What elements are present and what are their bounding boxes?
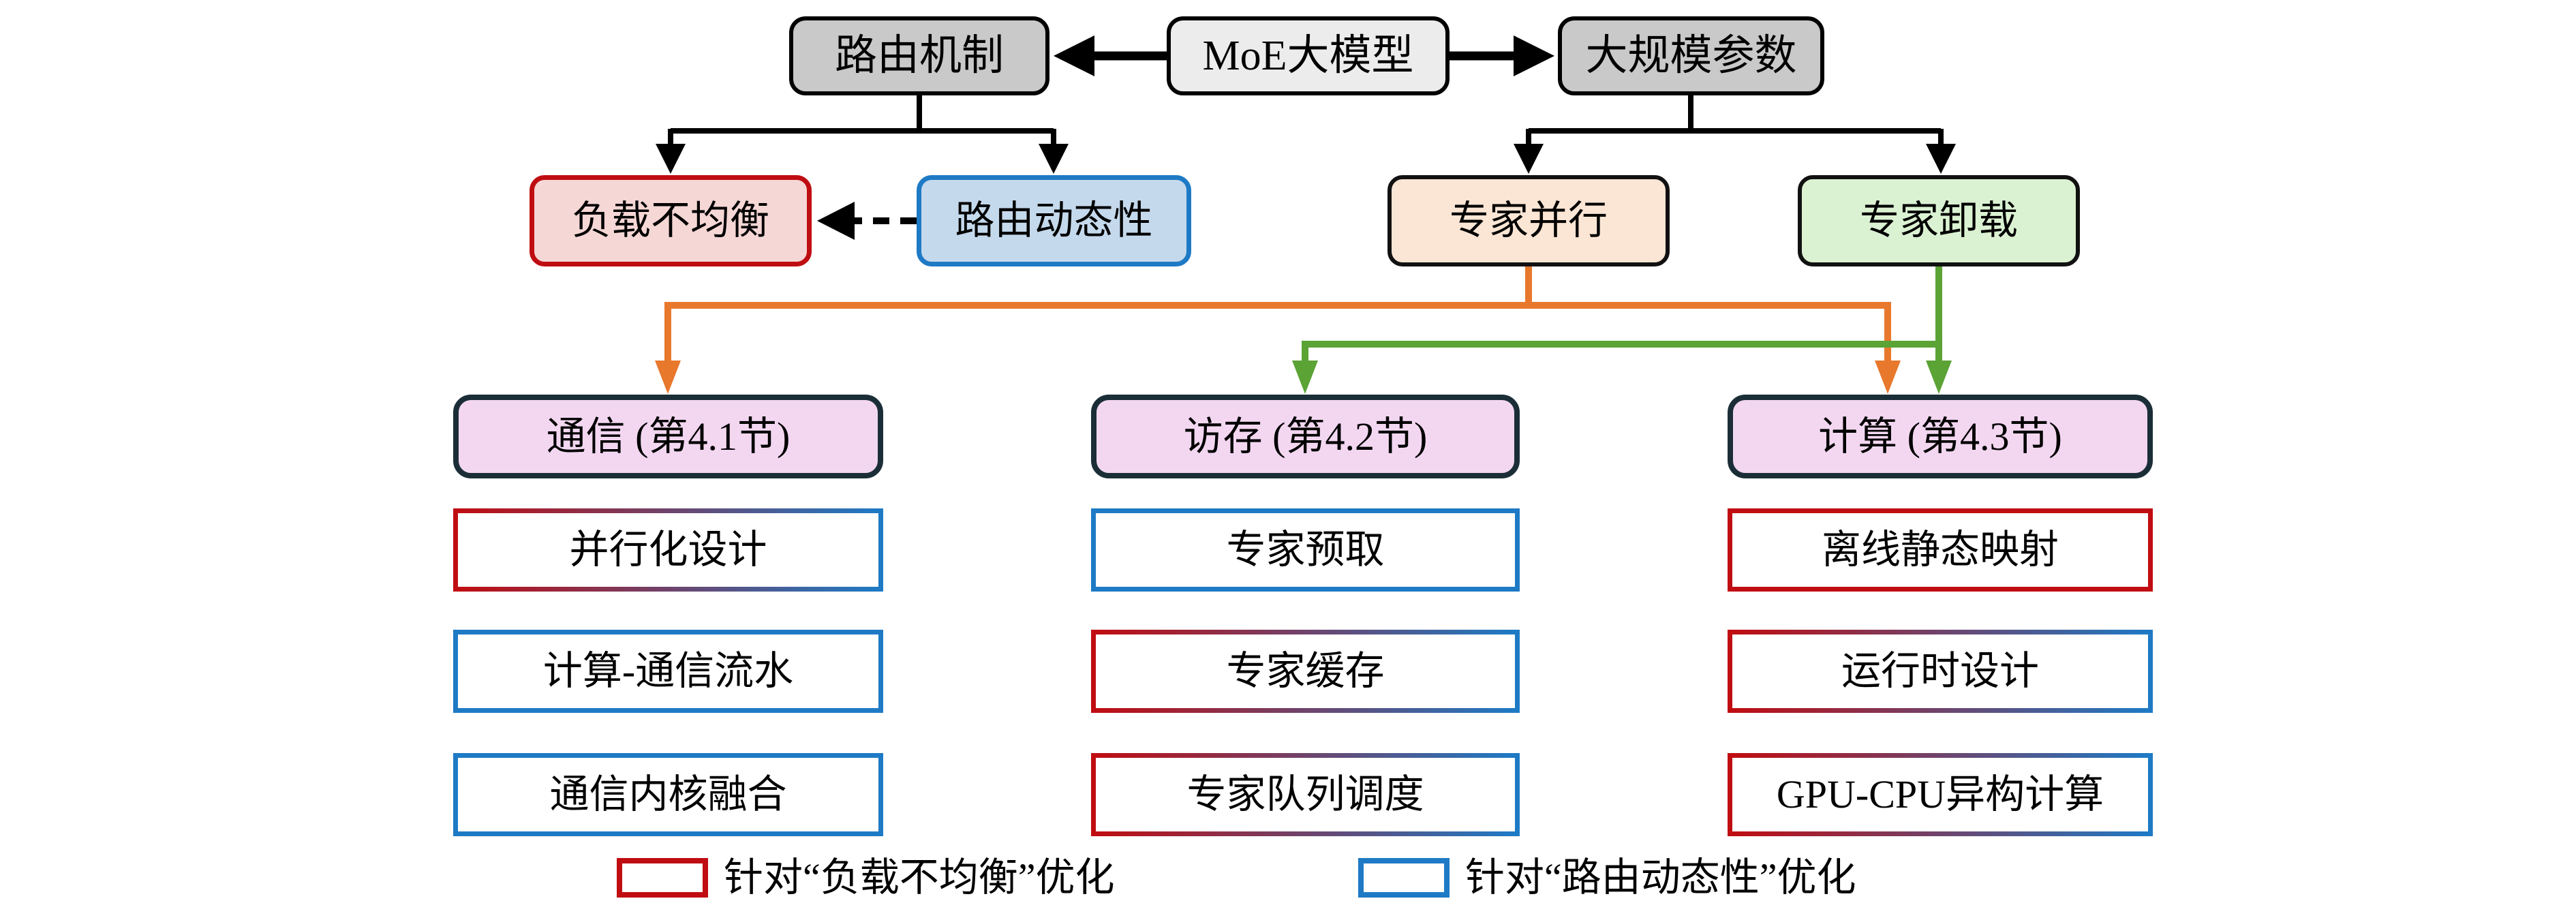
arrowhead-root-to-params [1514,35,1554,76]
node-expert-offload: 专家卸载 [1798,175,2080,266]
node-moe-root: MoE大模型 [1167,16,1450,95]
legend-routing-dynamics-label: 针对“路由动态性”优化 [1465,855,1856,900]
leaf-runtime-design: 运行时设计 [1728,630,2153,713]
legend-red-swatch [617,858,708,898]
green-arrowhead-memory [1292,361,1318,394]
green-arrowhead-computation [1926,361,1952,394]
arrowhead-to-routing-dynamics [1039,144,1069,174]
node-expert-parallel: 专家并行 [1387,175,1670,266]
header-communication: 通信 (第4.1节) [453,395,883,478]
header-memory-access: 访存 (第4.2节) [1091,395,1520,478]
leaf-expert-prefetch: 专家预取 [1091,508,1520,592]
leaf-expert-cache: 专家缓存 [1091,630,1520,713]
leaf-gpu-cpu-heterogeneous: GPU-CPU异构计算 [1728,753,2153,836]
leaf-compute-communication-pipeline: 计算-通信流水 [453,630,883,713]
legend-load-imbalance-label: 针对“负载不均衡”优化 [724,855,1115,900]
arrowhead-to-expert-offload [1926,144,1956,174]
connector-params-tree [1526,95,1944,146]
dashed-arrowhead [817,202,855,240]
orange-arrowhead-computation [1875,361,1901,394]
connector-routing-tree [668,95,1056,146]
orange-arrowhead-communication [655,361,681,394]
leaf-communication-kernel-fusion: 通信内核融合 [453,753,883,836]
node-routing-mechanism: 路由机制 [789,16,1049,95]
node-large-scale-params: 大规模参数 [1558,16,1824,95]
node-load-imbalance: 负载不均衡 [530,175,812,266]
header-computation: 计算 (第4.3节) [1728,395,2153,478]
leaf-offline-static-mapping: 离线静态映射 [1728,508,2153,592]
connector-expert-parallel-orange [664,266,1891,365]
leaf-expert-queue-scheduling: 专家队列调度 [1091,753,1520,836]
arrowhead-to-load-imbalance [656,144,686,174]
node-routing-dynamics: 路由动态性 [917,175,1191,266]
arrowhead-to-expert-parallel [1514,144,1544,174]
leaf-parallelization-design: 并行化设计 [453,508,883,592]
legend-blue-swatch [1358,858,1450,898]
arrowhead-root-to-routing [1054,35,1094,76]
connector-expert-offload-green [1302,266,1942,365]
